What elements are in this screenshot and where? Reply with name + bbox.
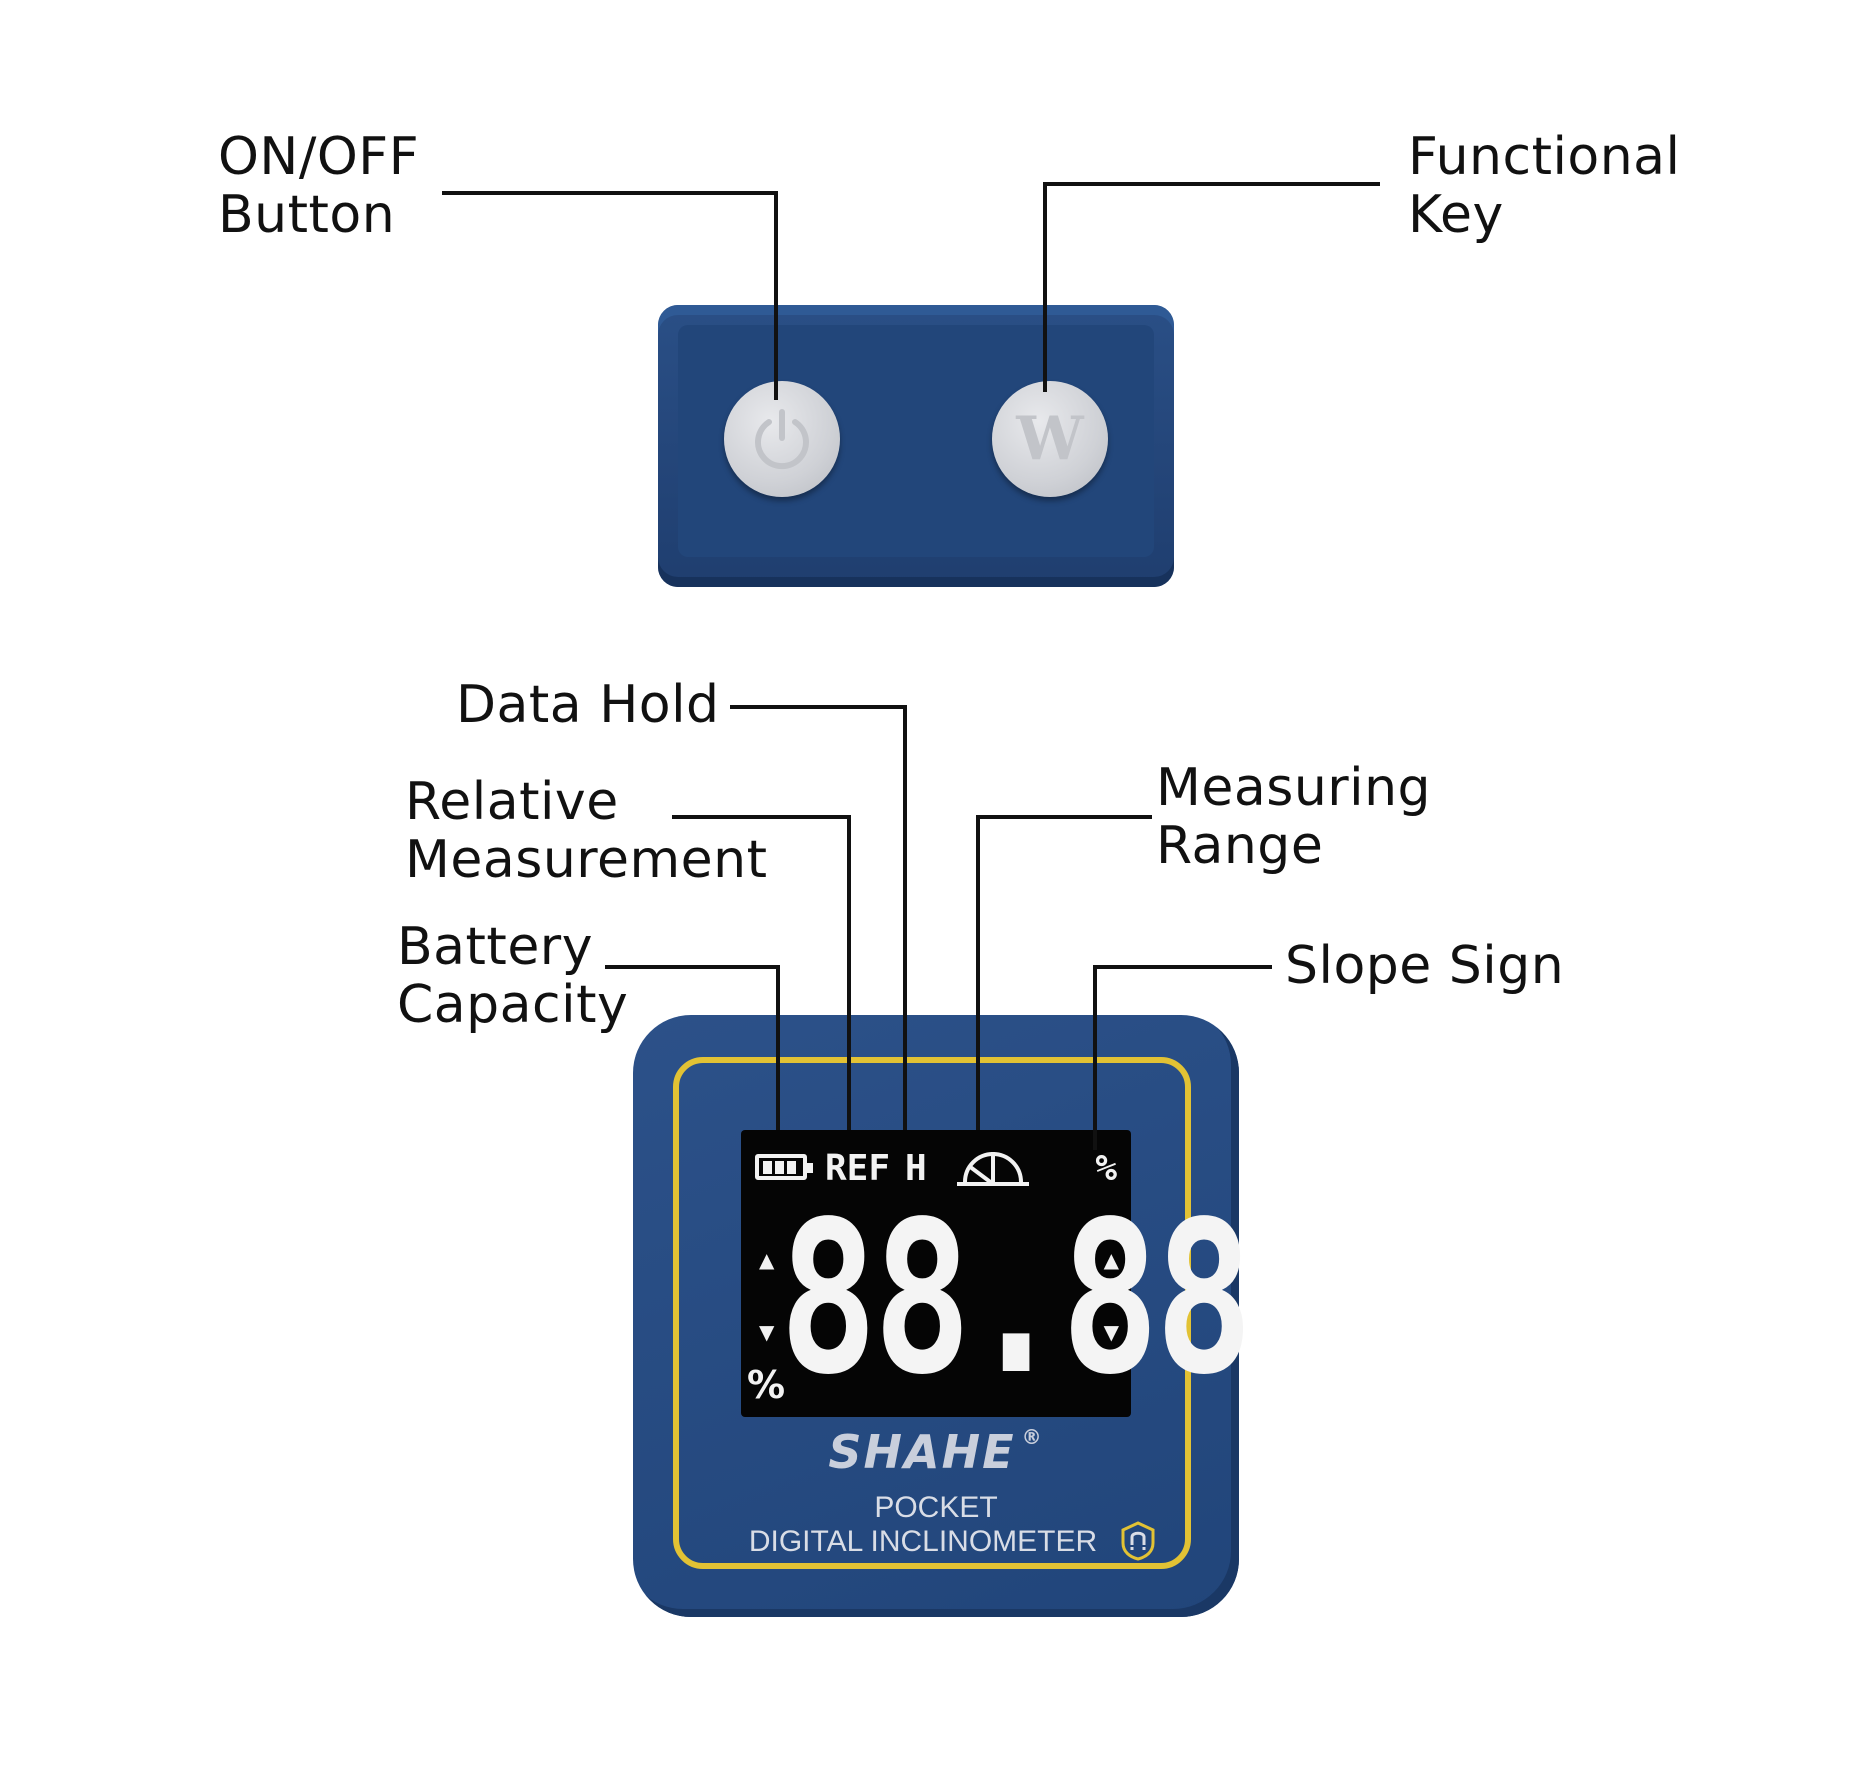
lcd-ref: REF [825, 1148, 891, 1189]
on-off-button[interactable] [724, 381, 840, 497]
down-triangle-icon-left: ▼ [759, 1320, 775, 1344]
up-triangle-icon-right: ▲ [1103, 1248, 1119, 1272]
product-line-2: DIGITAL INCLINOMETER [748, 1525, 1098, 1558]
brand-name: SHAHE [828, 1425, 1016, 1479]
lcd-percent-top: % [1095, 1148, 1117, 1189]
lcd-percent-left: % [747, 1363, 786, 1407]
lcd-status-row: REF H % [755, 1144, 1117, 1194]
w-key-glyph: W [1016, 404, 1084, 474]
label-on-off-button: ON/OFF Button [218, 127, 420, 245]
registered-mark: ® [1021, 1425, 1044, 1449]
battery-icon [755, 1154, 813, 1180]
magnet-shield-icon [1121, 1521, 1155, 1561]
lcd-hold: H [905, 1148, 927, 1189]
label-relative-measurement: Relative Measurement [405, 772, 768, 890]
brand-logo: SHAHE® [633, 1425, 1239, 1479]
measuring-range-icon [957, 1152, 1029, 1186]
device-side-view: W [658, 305, 1174, 587]
label-data-hold: Data Hold [456, 675, 720, 735]
lcd-display: REF H % ▲ ▼ ▲ ▼ 88.88 % [741, 1130, 1253, 1421]
label-functional-key: Functional Key [1408, 127, 1681, 245]
yellow-frame [673, 1057, 1191, 1569]
power-icon [755, 409, 809, 470]
down-triangle-icon-right: ▼ [1103, 1320, 1119, 1344]
functional-key-button[interactable]: W [992, 381, 1108, 497]
inclinometer-front: REF H % ▲ ▼ ▲ ▼ 88.88 % SHAHE® POCKET DI… [633, 1015, 1253, 1617]
up-triangle-icon-left: ▲ [759, 1248, 775, 1272]
label-measuring-range: Measuring Range [1156, 758, 1432, 876]
lcd-digits: 88.88 [779, 1176, 1253, 1421]
label-slope-sign: Slope Sign [1285, 936, 1565, 996]
product-line-1: POCKET [874, 1491, 998, 1524]
label-battery-capacity: Battery Capacity [397, 917, 629, 1035]
